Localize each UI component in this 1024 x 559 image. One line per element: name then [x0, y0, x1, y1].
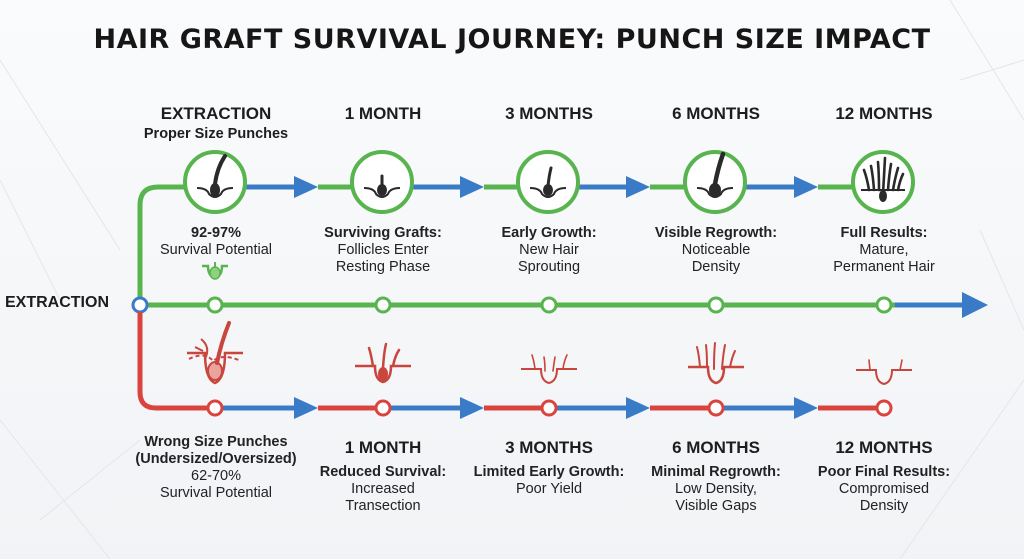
stage-heading: Early Growth: — [501, 225, 597, 241]
wrong-stage-4-text: Poor Final Results: Compromised Density — [818, 464, 950, 515]
detail-line: Density — [859, 498, 909, 514]
small-graft-icon — [202, 262, 228, 280]
proper-stage-3-header: 6 MONTHS — [672, 104, 760, 123]
wrong-stage-3-text: Minimal Regrowth: Low Density, Visible G… — [651, 464, 781, 515]
stage-heading: Wrong Size Punches — [144, 434, 288, 450]
detail-line: Poor Yield — [515, 481, 583, 497]
start-node — [131, 296, 149, 314]
survival-rate-proper: 92-97% — [191, 225, 241, 241]
wrong-stage-4-header: 12 MONTHS — [835, 438, 933, 457]
wrong-node — [374, 399, 392, 417]
wrong-stage-1-header: 1 MONTH — [344, 438, 422, 457]
wrong-stage-2-header: 3 MONTHS — [505, 438, 593, 457]
wrong-node — [540, 399, 558, 417]
detail-line: Transection — [345, 498, 421, 514]
detail-line: Compromised — [838, 481, 930, 497]
follicle-icon-extraction — [183, 150, 247, 214]
detail-line: Follicles Enter — [337, 242, 429, 258]
follicle-icon-1-month — [350, 150, 414, 214]
page-title: HAIR GRAFT SURVIVAL JOURNEY: PUNCH SIZE … — [93, 24, 931, 55]
follicle-icon-12-months — [851, 150, 915, 214]
detail-line: Mature, — [859, 242, 909, 258]
follicle-icon-3-months — [516, 150, 580, 214]
proper-track — [137, 176, 853, 300]
wrong-node — [206, 399, 224, 417]
damaged-follicle-icon-1-month — [355, 342, 411, 384]
survival-rate-wrong: 62-70% — [191, 468, 241, 484]
damaged-follicle-icon-12-months — [856, 359, 912, 386]
proper-stage-0-header: EXTRACTION — [160, 104, 272, 123]
detail-line: Survival Potential — [159, 242, 273, 258]
stage-heading: Poor Final Results: — [817, 464, 951, 480]
proper-stage-2-text: Early Growth: New Hair Sprouting — [501, 225, 596, 276]
proper-stage-0-subheader: Proper Size Punches — [143, 126, 289, 142]
detail-line: Density — [691, 259, 741, 275]
timeline-node — [875, 296, 893, 314]
detail-line: Sprouting — [517, 259, 581, 275]
proper-stage-2-header: 3 MONTHS — [505, 104, 593, 123]
proper-stage-1-text: Surviving Grafts: Follicles Enter Restin… — [324, 225, 442, 276]
detail-line: Resting Phase — [335, 259, 431, 275]
wrong-stage-1-text: Reduced Survival: Increased Transection — [320, 464, 447, 515]
proper-stage-4-text: Full Results: Mature, Permanent Hair — [833, 225, 935, 276]
detail-line: Permanent Hair — [833, 259, 935, 275]
timeline-node — [374, 296, 392, 314]
detail-line: New Hair — [519, 242, 579, 258]
detail-line: Survival Potential — [159, 485, 273, 501]
stage-heading: Reduced Survival: — [319, 464, 447, 480]
detail-line: Visible Gaps — [675, 498, 757, 514]
detail-line: Noticeable — [681, 242, 751, 258]
proper-stage-3-text: Visible Regrowth: Noticeable Density — [655, 225, 777, 276]
damaged-follicle-icon-3-months — [521, 354, 577, 385]
proper-stage-0-text: 92-97% Survival Potential — [160, 225, 272, 259]
timeline-node — [707, 296, 725, 314]
detail-line: Increased — [351, 481, 415, 497]
stage-heading: Minimal Regrowth: — [651, 464, 781, 480]
wrong-stage-2-text: Limited Early Growth: Poor Yield — [474, 464, 625, 498]
damaged-follicle-icon-6-months — [688, 342, 744, 385]
main-timeline — [131, 292, 988, 318]
start-label: EXTRACTION — [5, 294, 109, 311]
wrong-node — [707, 399, 725, 417]
stage-heading: Surviving Grafts: — [324, 225, 442, 241]
proper-stage-4-header: 12 MONTHS — [835, 104, 933, 123]
stage-heading: (Undersized/Oversized) — [135, 451, 297, 467]
stage-heading: Visible Regrowth: — [654, 225, 778, 241]
follicle-icon-6-months — [683, 150, 747, 214]
detail-line: Low Density, — [675, 481, 757, 497]
wrong-node — [875, 399, 893, 417]
wrong-stage-0-text: Wrong Size Punches (Undersized/Oversized… — [135, 434, 296, 502]
wrong-track — [137, 312, 893, 419]
damaged-follicle-icon-extraction — [187, 321, 243, 385]
wrong-stage-3-header: 6 MONTHS — [672, 438, 760, 457]
timeline-node — [206, 296, 224, 314]
stage-heading: Limited Early Growth: — [473, 464, 625, 480]
timeline-node — [540, 296, 558, 314]
proper-stage-1-header: 1 MONTH — [344, 104, 422, 123]
stage-heading: Full Results: — [840, 225, 928, 241]
